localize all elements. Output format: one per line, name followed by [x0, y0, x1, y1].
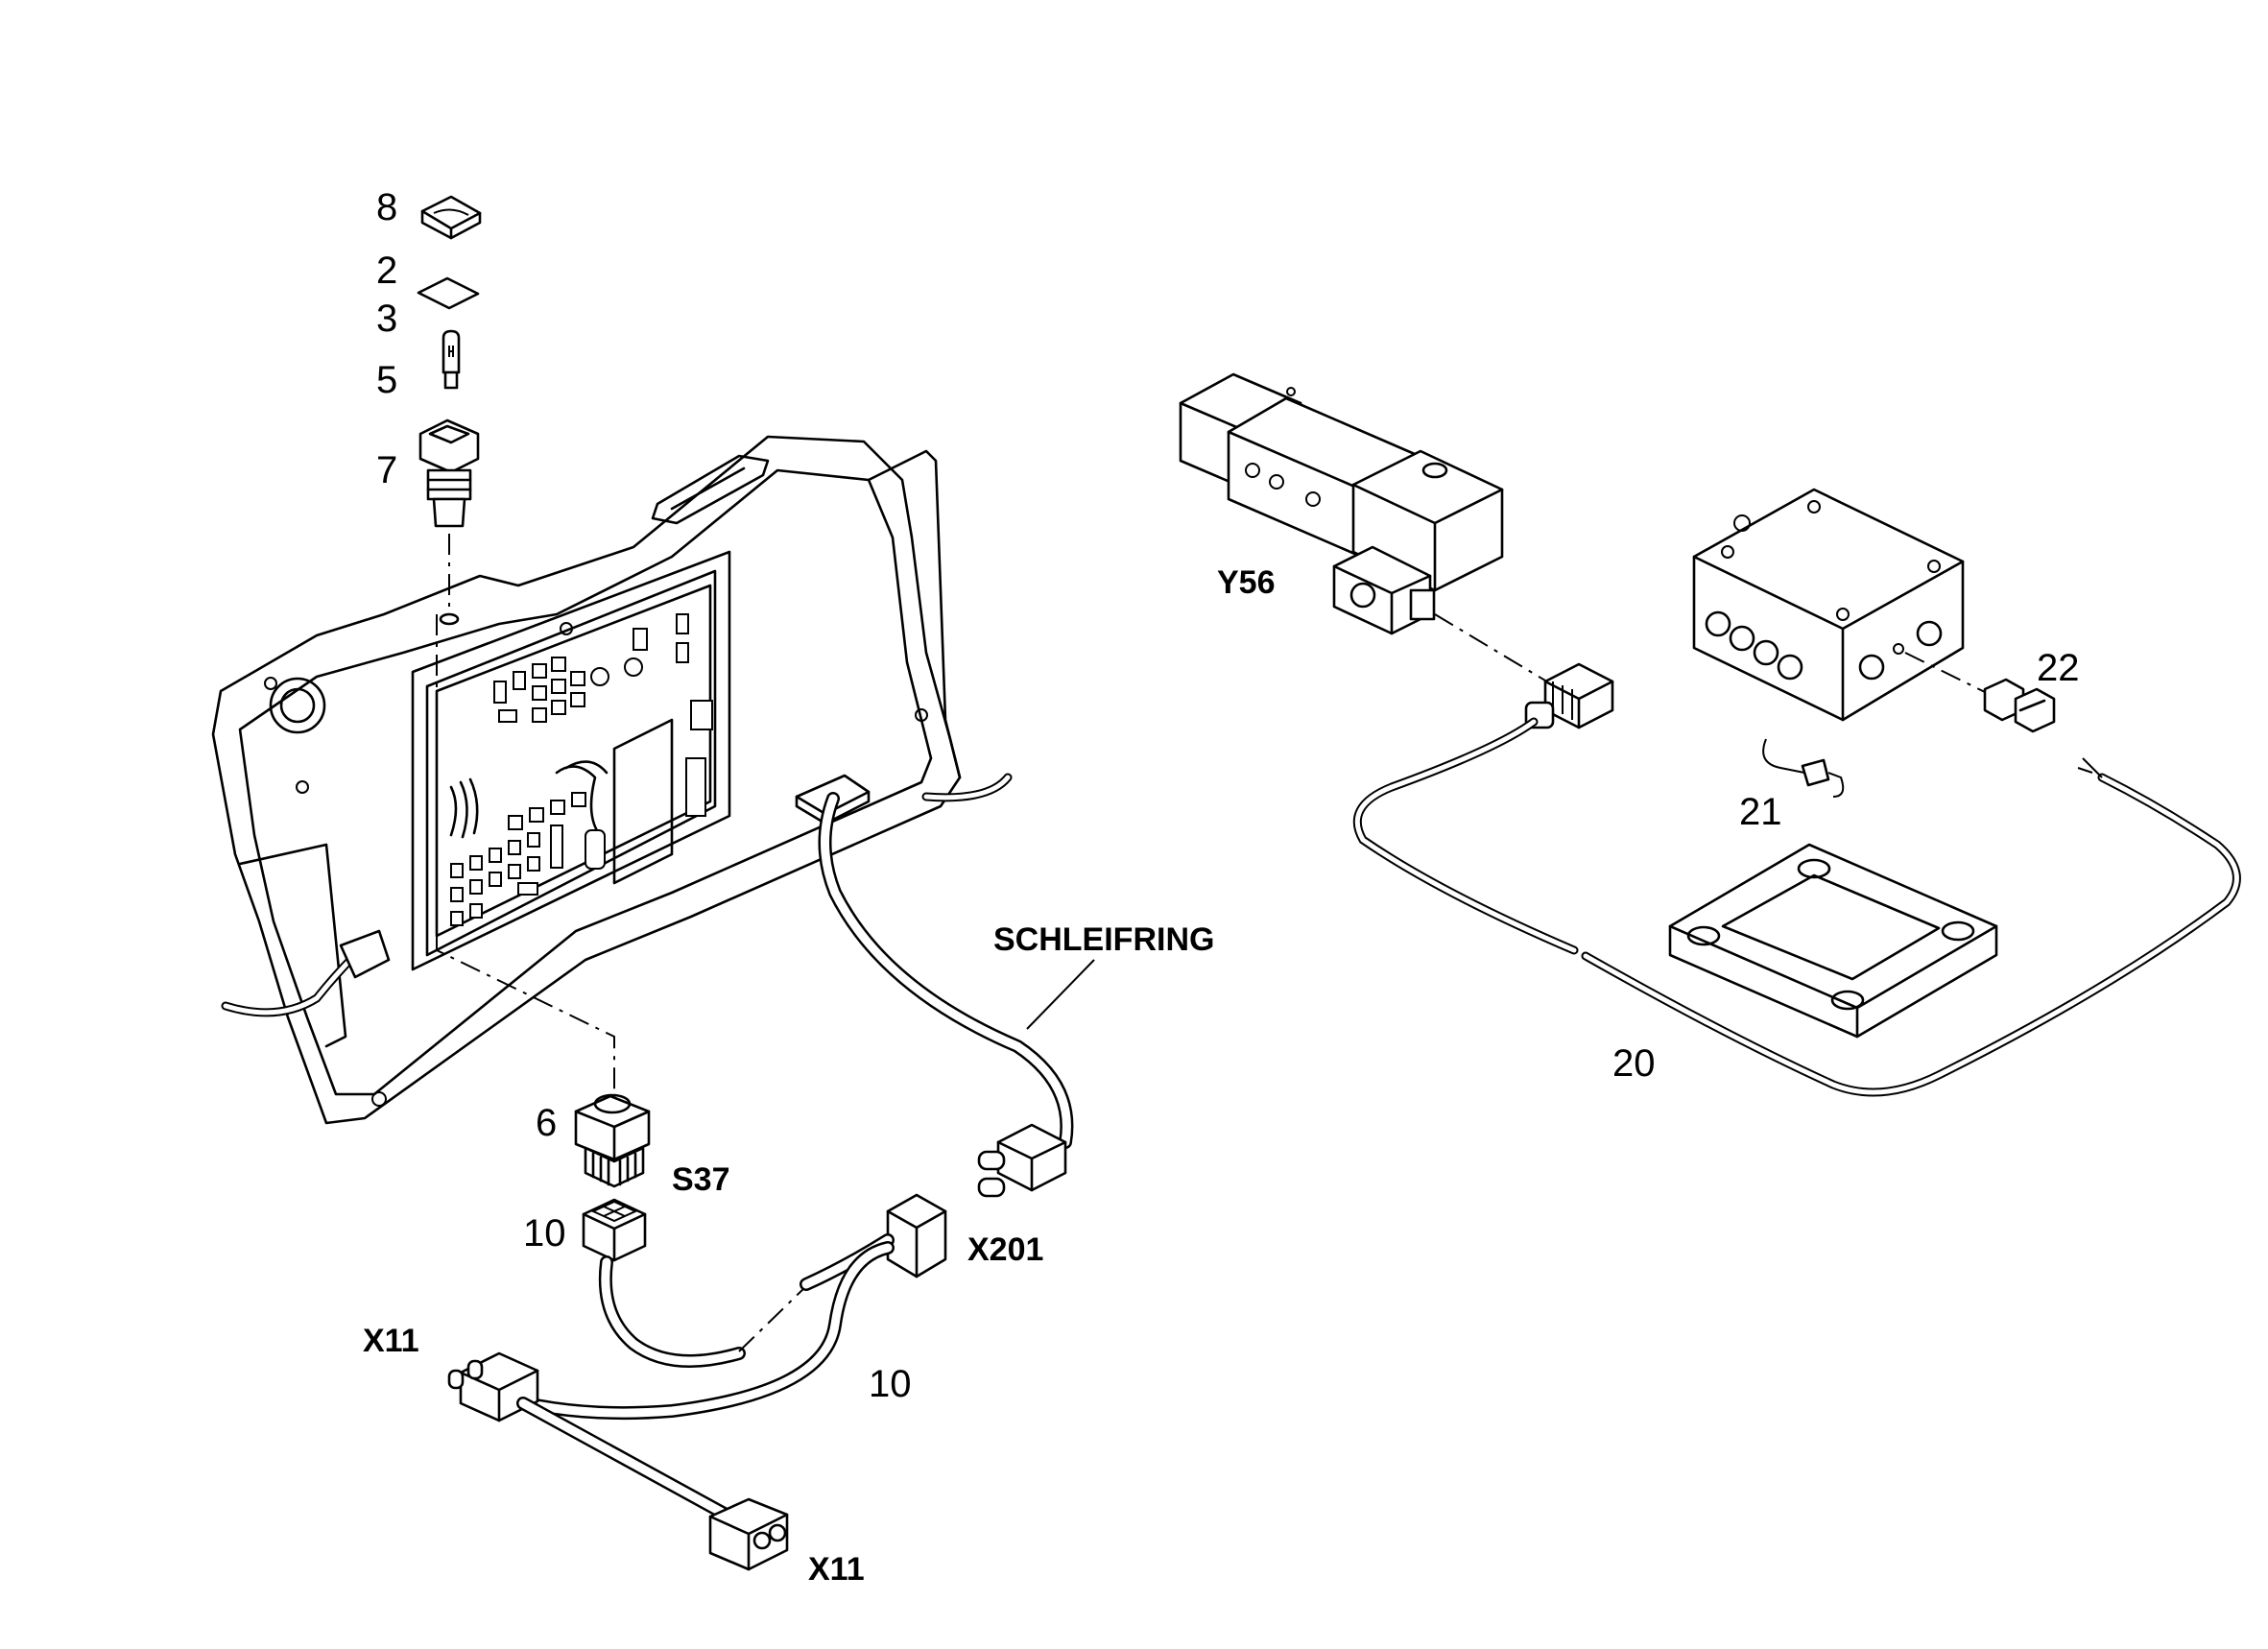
axis-line-10 — [738, 1285, 807, 1352]
label-x201: X201 — [967, 1231, 1044, 1268]
callout-6: 6 — [536, 1102, 558, 1144]
cable-10-short — [598, 1255, 746, 1368]
axis-line-y56 — [1434, 613, 1556, 687]
callout-20: 20 — [1612, 1042, 1656, 1085]
label-x11-lower: X11 — [808, 1551, 865, 1588]
callout-5: 5 — [376, 359, 398, 401]
part-10-connector — [582, 1198, 647, 1262]
gasket-frame — [1668, 843, 1998, 1039]
part-7-lamp-socket — [418, 418, 480, 528]
part-8-cap — [420, 195, 482, 240]
connector-schleifring — [977, 1123, 1067, 1198]
connector-x11-lower — [708, 1497, 789, 1571]
part-22-cable-gland — [1983, 678, 2056, 733]
control-housing — [211, 435, 1013, 1125]
cable-schleifring — [818, 792, 1074, 1149]
callout-2: 2 — [376, 250, 398, 292]
part-21-resistor — [1762, 738, 1845, 798]
callout-3: 3 — [376, 298, 398, 340]
pcb-components — [449, 613, 713, 926]
valve-y56 — [1179, 372, 1504, 635]
label-x11-upper: X11 — [363, 1323, 419, 1359]
callout-21: 21 — [1739, 791, 1782, 833]
part-2-3-gasket — [417, 276, 480, 310]
part-6-switch-s37 — [574, 1093, 651, 1188]
axis-line-6 — [436, 614, 615, 1089]
cable-20-connector — [1524, 662, 1614, 729]
label-schleifring: SCHLEIFRING — [993, 921, 1215, 958]
callout-10-cable: 10 — [869, 1363, 912, 1405]
callout-22: 22 — [2037, 647, 2080, 689]
callout-10-connector: 10 — [523, 1212, 566, 1255]
callout-8: 8 — [376, 186, 398, 228]
label-y56: Y56 — [1217, 564, 1276, 601]
callout-7: 7 — [376, 449, 398, 491]
part-5-bulb — [442, 329, 461, 390]
label-s37: S37 — [672, 1161, 730, 1198]
connector-x201 — [886, 1193, 947, 1279]
junction-box — [1692, 488, 1965, 722]
axis-line-22 — [1904, 652, 1988, 694]
